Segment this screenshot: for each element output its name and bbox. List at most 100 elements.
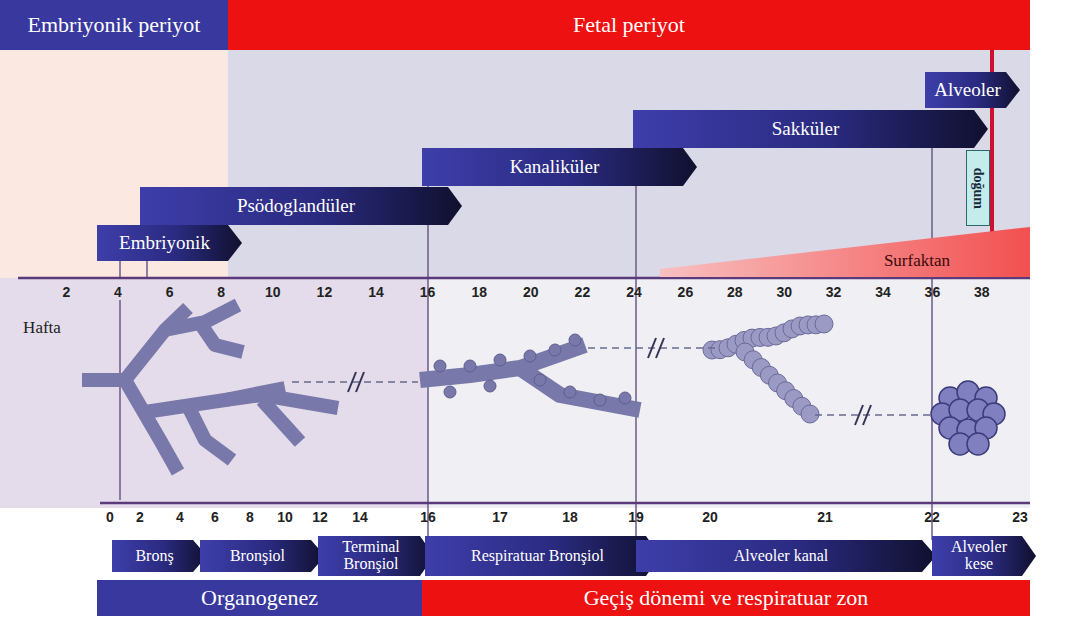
node-text: Embriyonik periyot [28, 13, 201, 36]
week-number: 36 [925, 284, 941, 300]
week-number: 26 [678, 284, 694, 300]
generation-number: 17 [492, 509, 508, 525]
generation-number: 6 [211, 509, 219, 525]
node-text: Alveoler kanal [734, 548, 829, 565]
stage-arrow: Respiratuar Bronşiol [425, 536, 660, 576]
node-text: Embriyonik [119, 233, 210, 253]
node-text: Terminal Bronşiol [322, 539, 420, 573]
bud-stroke [444, 386, 456, 398]
phase-arrow: Alveoler [925, 72, 1020, 108]
week-number: 14 [368, 284, 384, 300]
guide-line [119, 300, 121, 500]
node-text: Sakküler [772, 119, 840, 139]
week-number: 30 [776, 284, 792, 300]
week-number: 34 [875, 284, 891, 300]
stage-arrow: Alveoler kanal [636, 540, 936, 572]
week-number: 20 [523, 284, 539, 300]
phase-arrow: Embriyonik [97, 225, 242, 261]
guide-line [146, 260, 148, 278]
node-text: Respiratuar Bronşiol [471, 548, 604, 565]
wedge-shape [660, 225, 1030, 278]
bud-stroke [464, 360, 476, 372]
bud-stroke [484, 380, 496, 392]
node-text: Fetal periyot [573, 13, 685, 36]
saccular-branch [703, 315, 833, 423]
birth-box: doğum [966, 150, 990, 226]
bud-stroke [569, 334, 581, 346]
week-number: 16 [420, 284, 436, 300]
generation-number: 22 [924, 509, 940, 525]
guide-line [119, 260, 121, 278]
organogenesis-ground [0, 278, 428, 508]
stage-arrow: Bronş [112, 540, 207, 572]
generation-number: 20 [702, 509, 718, 525]
bud-stroke [534, 374, 546, 386]
week-number: 10 [265, 284, 281, 300]
bud-stroke [815, 315, 833, 333]
canalicular-branch [420, 345, 640, 410]
week-number: 24 [626, 284, 642, 300]
bud-stroke [801, 405, 819, 423]
period-band: Fetal periyot [228, 0, 1030, 50]
node-text: Organogenez [201, 586, 318, 609]
bud-stroke [594, 394, 606, 406]
guide-line [931, 110, 933, 540]
bronchial-tree [82, 305, 338, 472]
generation-number: 2 [136, 509, 144, 525]
period-band: Embriyonik periyot [0, 0, 228, 50]
node-text: Alveoler [934, 80, 1000, 100]
generation-number: 12 [312, 509, 328, 525]
bud-stroke [967, 433, 989, 455]
generation-number: 4 [176, 509, 184, 525]
week-axis [18, 277, 1030, 280]
generation-number: 14 [352, 509, 368, 525]
phase-arrow: Sakküler [633, 110, 988, 148]
week-number: 18 [471, 284, 487, 300]
week-number: 22 [575, 284, 591, 300]
canalicular-buds [434, 334, 631, 406]
node-text: Bronşiol [230, 548, 285, 565]
node-text: Geçiş dönemi ve respiratuar zon [584, 586, 869, 609]
dashed-link [292, 348, 930, 415]
alveolar-cluster [931, 381, 1005, 455]
week-number: 2 [62, 284, 70, 300]
bud-stroke [494, 354, 506, 366]
week-number: 32 [826, 284, 842, 300]
week-number: 28 [727, 284, 743, 300]
generation-number: 0 [106, 509, 114, 525]
node-text: Bronş [135, 548, 173, 565]
node-text: Alveoler kese [936, 539, 1022, 573]
week-number: 4 [114, 284, 122, 300]
bud-stroke [619, 392, 631, 404]
transition-ground [428, 278, 1030, 508]
birth-label: doğum [971, 167, 986, 208]
generation-number: 23 [1012, 509, 1028, 525]
phase-arrow: Psödoglandüler [140, 187, 462, 225]
node-text: Kanaliküler [510, 157, 600, 177]
axis-title: Hafta [23, 318, 61, 338]
node-text: Surfaktan [884, 252, 950, 270]
phase-arrow: Kanaliküler [422, 148, 697, 186]
break-mark [348, 338, 871, 425]
bud-stroke [434, 360, 446, 372]
zone-band: Geçiş dönemi ve respiratuar zon [422, 580, 1030, 616]
generation-number: 16 [420, 509, 436, 525]
guide-line [427, 186, 429, 540]
generation-number: 19 [628, 509, 644, 525]
stage-arrow: Alveoler kese [932, 536, 1036, 576]
fetal-ground [228, 50, 1030, 278]
week-number: 8 [217, 284, 225, 300]
bud-stroke [524, 350, 536, 362]
stage-arrow: Bronşiol [200, 540, 325, 572]
generation-number: 21 [817, 509, 833, 525]
generation-number: 8 [246, 509, 254, 525]
guide-line [635, 148, 637, 540]
generation-number: 18 [562, 509, 578, 525]
week-number: 6 [166, 284, 174, 300]
generation-axis [100, 502, 1030, 505]
stage-arrow: Terminal Bronşiol [318, 536, 434, 576]
bud-stroke [564, 386, 576, 398]
node-text: Psödoglandüler [237, 196, 355, 216]
generation-number: 10 [277, 509, 293, 525]
